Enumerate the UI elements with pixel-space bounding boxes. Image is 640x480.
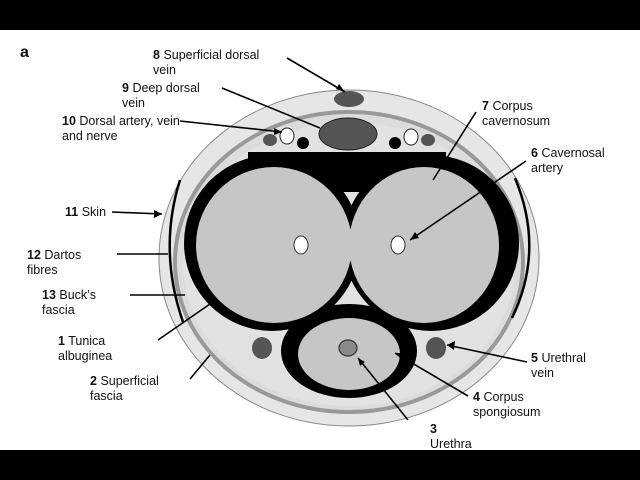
- dorsal-nerve-left: [297, 137, 309, 149]
- dorsal-artery-left: [279, 127, 295, 145]
- leader-5: [446, 344, 528, 363]
- dorsal-vein-left: [263, 134, 277, 146]
- leader-9: [221, 87, 321, 129]
- leader-10: [179, 120, 283, 133]
- leader-7: [432, 111, 477, 181]
- deep-dorsal-vein: [318, 117, 378, 151]
- urethra: [338, 339, 358, 357]
- dorsal-nerve-right: [389, 137, 401, 149]
- leader-lines: [111, 57, 528, 421]
- cavernosal-artery-right: [390, 235, 406, 255]
- superficial-dorsal-vein: [334, 91, 364, 107]
- dorsal-artery-right: [403, 128, 419, 146]
- corpus-cavernosum-left: [196, 167, 352, 323]
- leader-4: [394, 352, 469, 397]
- leader-8: [286, 57, 346, 93]
- bottom-letterbox: [0, 450, 640, 480]
- cavernosal-artery-left: [293, 235, 309, 255]
- leader-3: [357, 357, 409, 421]
- dartos-fibres-right: [510, 177, 531, 319]
- leader-1: [157, 303, 211, 341]
- leader-arrowheads: [154, 84, 455, 366]
- corpus-cavernosum-right: [349, 167, 499, 323]
- panel-letter: a: [20, 44, 29, 61]
- leader-6: [409, 160, 527, 241]
- label-skin: 11 Skin: [65, 205, 107, 219]
- dartos-fibres-left: [168, 179, 185, 323]
- dorsal-vein-right: [421, 134, 435, 146]
- leader-2: [189, 354, 211, 380]
- urethral-vein-right: [426, 337, 446, 359]
- leader-11: [111, 211, 163, 215]
- urethral-vein-left: [252, 337, 272, 359]
